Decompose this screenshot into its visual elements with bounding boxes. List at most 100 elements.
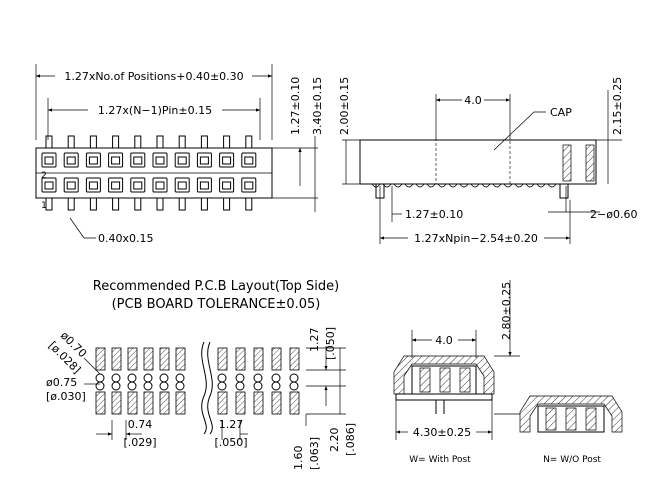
with-post-label: W= With Post xyxy=(409,455,471,465)
bottom-pin xyxy=(134,197,142,211)
hole-small-in: [ø.030] xyxy=(46,390,86,403)
span-dim: 1.27xNpin−2.54±0.20 xyxy=(414,232,538,245)
pcb-hole xyxy=(127,381,137,391)
pcb-hole xyxy=(235,373,245,383)
side-contact-bump xyxy=(470,183,480,188)
pcb-pad-bottom xyxy=(95,391,106,415)
top-pin xyxy=(223,135,231,149)
contact-bottom-inner xyxy=(199,181,209,190)
side-contact-bump xyxy=(404,183,414,188)
cap-h-dim: 2.80±0.25 xyxy=(500,282,513,340)
top-pin xyxy=(156,135,164,149)
contact-bottom-inner xyxy=(44,181,54,190)
height-dim-a: 1.27±0.10 xyxy=(289,77,302,135)
pcb-layout-title: Recommended P.C.B Layout(Top Side) xyxy=(93,279,339,294)
pcb-pad-top xyxy=(289,347,300,371)
pitch-mm: 1.27 xyxy=(219,418,244,431)
pcb-hole xyxy=(111,381,121,391)
contact-bottom xyxy=(63,177,79,193)
contact-top xyxy=(152,152,168,168)
bottom-pin xyxy=(112,197,120,211)
contact-bottom-inner xyxy=(222,181,232,190)
pcb-hole xyxy=(175,373,185,383)
pcb-pad-bottom xyxy=(175,391,186,415)
pcb-hole xyxy=(271,381,281,391)
side-contact-bump xyxy=(536,183,546,188)
side-view: 2.00±0.15 4.0 CAP 2.15±0.25 1.27±0.10 1.… xyxy=(338,77,637,245)
contact-bottom xyxy=(174,177,190,193)
pcb-pad-top xyxy=(175,347,186,371)
contact-top-inner xyxy=(199,156,209,165)
pitch-in: [.050] xyxy=(214,436,247,449)
cap-view-without-post: N= W/O Post xyxy=(519,395,623,465)
pcb-pad-bottom xyxy=(143,391,154,415)
bottom-pin xyxy=(245,197,253,211)
cap-label: CAP xyxy=(550,106,572,119)
pcb-hole xyxy=(143,373,153,383)
pcb-pad-top xyxy=(159,347,170,371)
side-contact-bump xyxy=(393,183,403,188)
contact-top xyxy=(241,152,257,168)
side-contact-bump xyxy=(492,183,502,188)
bottom-pin xyxy=(200,197,208,211)
contact-bottom-inner xyxy=(133,181,143,190)
contact-top-inner xyxy=(44,156,54,165)
side-contact-bump xyxy=(514,183,524,188)
contact-bottom xyxy=(130,177,146,193)
pcb-hole xyxy=(271,373,281,383)
top-pin xyxy=(245,135,253,149)
contact-top-inner xyxy=(111,156,121,165)
pcb-hole xyxy=(289,373,299,383)
contact-bottom-inner xyxy=(155,181,165,190)
contact-top xyxy=(174,152,190,168)
pitch-dim: 1.27±0.10 xyxy=(405,208,463,221)
pcb-pad-bottom xyxy=(289,391,300,415)
pcb-pad-bottom xyxy=(127,391,138,415)
contact-top xyxy=(108,152,124,168)
pcb-hole xyxy=(143,381,153,391)
without-post-label: N= W/O Post xyxy=(543,455,601,465)
contact-bottom xyxy=(241,177,257,193)
contact-bottom xyxy=(152,177,168,193)
top-pin xyxy=(45,135,53,149)
contact-top-inner xyxy=(66,156,76,165)
pin-label-1: 1 xyxy=(41,201,47,211)
pad-width-mm: 0.74 xyxy=(128,418,153,431)
side-contact-bump xyxy=(525,183,535,188)
cap-width-dim: 4.0 xyxy=(464,94,482,107)
bottom-pin xyxy=(178,197,186,211)
pcb-pad-top xyxy=(127,347,138,371)
contact-top-inner xyxy=(88,156,98,165)
pcb-hole xyxy=(253,373,263,383)
side-contact-bump xyxy=(503,183,513,188)
contact-bottom-inner xyxy=(177,181,187,190)
pcb-pad-top xyxy=(271,347,282,371)
top-pin xyxy=(178,135,186,149)
contact-bottom-inner xyxy=(244,181,254,190)
side-contact-bump xyxy=(459,183,469,188)
side-contact-bump xyxy=(426,183,436,188)
contact-bottom-inner xyxy=(111,181,121,190)
cap-view-with-post: 4.0 2.80±0.25 4.30±0.25 W= With Post xyxy=(393,280,520,465)
side-contact-bump xyxy=(448,183,458,188)
pcb-hole xyxy=(235,381,245,391)
pcb-layout: Recommended P.C.B Layout(Top Side) (PCB … xyxy=(46,279,357,470)
pcb-pad-top xyxy=(235,347,246,371)
front-view: 1.27xNo.of Positions+0.40±0.30 1.27x(N−1… xyxy=(35,64,324,245)
contact-top-inner xyxy=(222,156,232,165)
cap-total-width-dim: 4.30±0.25 xyxy=(413,426,471,439)
contact-top xyxy=(196,152,212,168)
pcb-hole xyxy=(217,381,227,391)
contact-top xyxy=(130,152,146,168)
pin-size-dim: 0.40x0.15 xyxy=(98,232,154,245)
pcb-pad-top xyxy=(143,347,154,371)
pcb-hole xyxy=(175,381,185,391)
bottom-pin xyxy=(223,197,231,211)
top-pin xyxy=(200,135,208,149)
bottom-pin xyxy=(67,197,75,211)
pcb-hole xyxy=(217,373,227,383)
overall-width-dim: 1.27xNo.of Positions+0.40±0.30 xyxy=(64,70,243,83)
top-pin xyxy=(134,135,142,149)
contact-top-inner xyxy=(133,156,143,165)
